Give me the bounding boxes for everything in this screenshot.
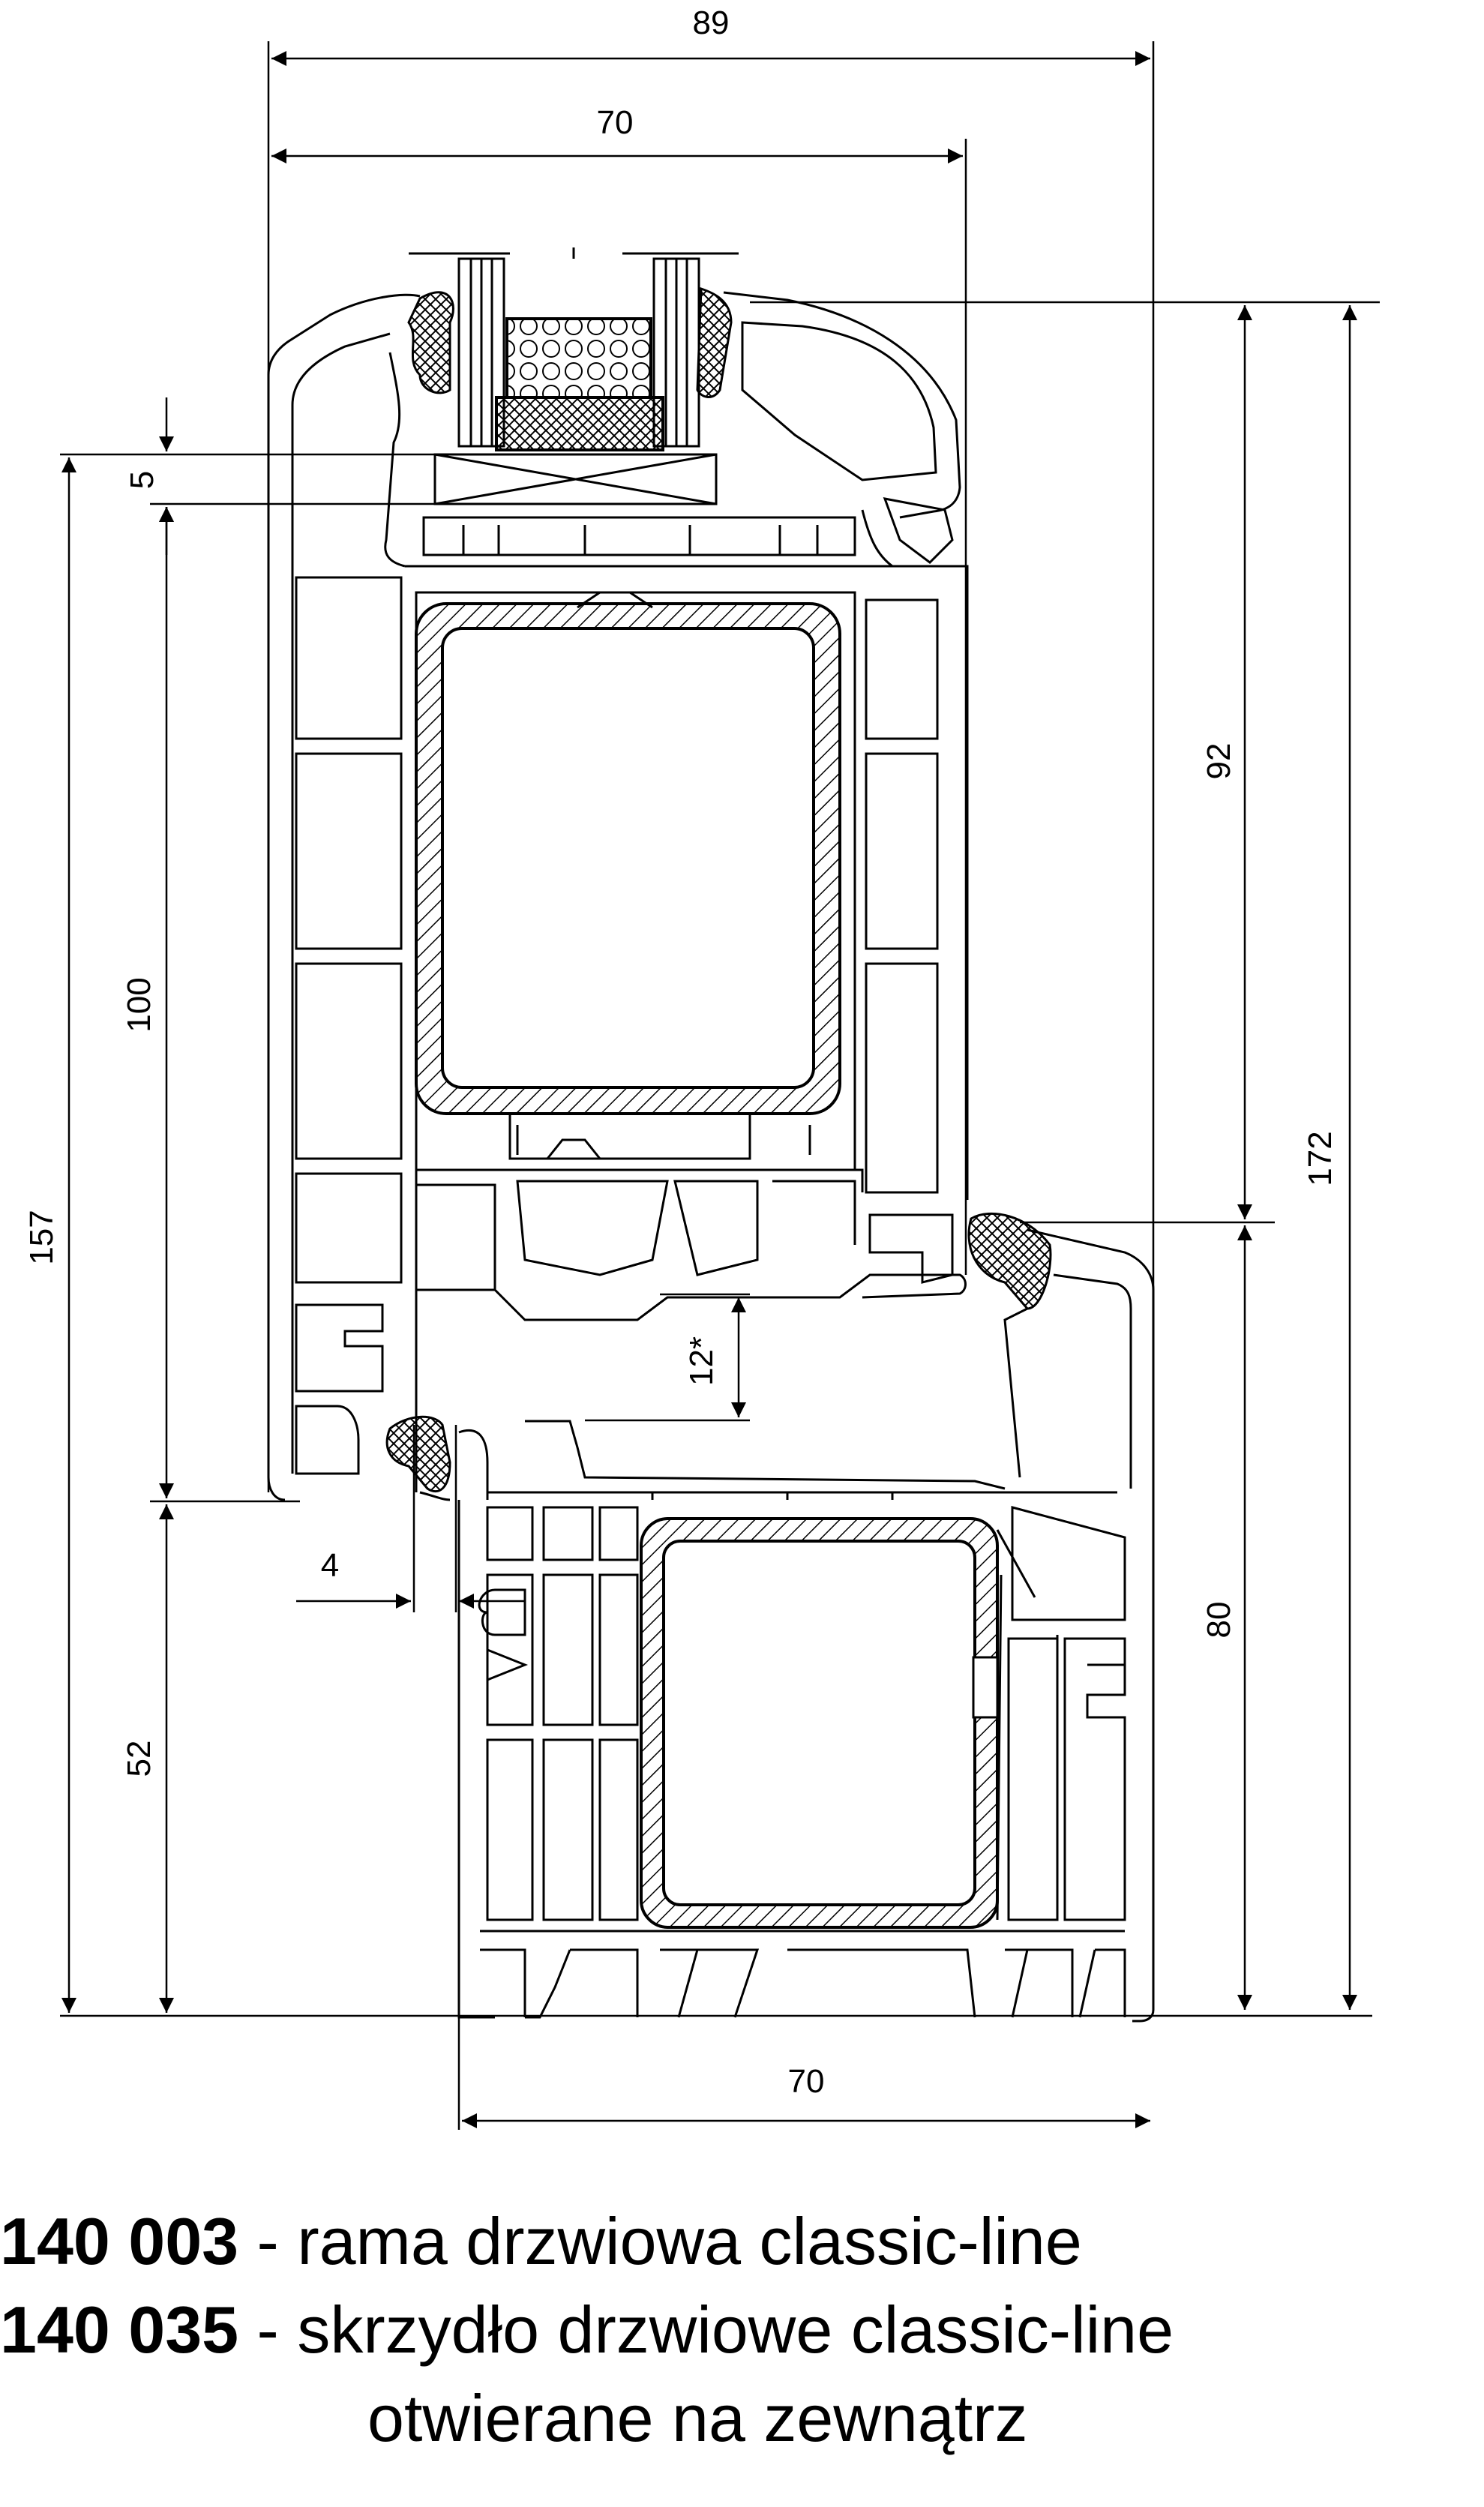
profile-legend: 140 003 - rama drzwiowa classic-line 140… [0,2197,1484,2463]
legend-sash-line: 140 035 - skrzydło drzwiowe classic-line [0,2286,1484,2374]
dim-label-top-frame: 70 [597,104,634,141]
frame-gaskets [385,1213,1052,1493]
dim-label-bottom-sash: 70 [788,2063,825,2100]
sash-steel-reinforcement [640,1517,999,1929]
legend-sash-code: 140 035 [0,2293,239,2367]
legend-sash-description: - skrzydło drzwiowe classic-line [238,2293,1174,2367]
legend-frame-description: - rama drzwiowa classic-line [238,2204,1082,2278]
dim-label-gap: 12* [683,1336,720,1386]
dim-label-left-outer: 157 [23,1210,60,1264]
sash-profile-140-035 [457,1228,1155,2023]
dim-label-right-bottom: 80 [1201,1602,1237,1639]
dim-label-overlap: 4 [321,1547,339,1584]
dim-label-right-top: 92 [1201,743,1237,780]
door-profile-cross-section: 89 70 5 157 100 52 4 12* 92 172 80 70 [23,4,1380,2130]
dim-label-top-total: 89 [693,4,730,41]
dim-label-left-bottom: 52 [121,1741,157,1777]
spacer-sealant [495,396,664,451]
glazing-seals [407,286,733,398]
frame-profile-140-003 [267,291,969,1501]
frame-steel-reinforcement [415,602,841,1115]
glazing-panel [409,247,739,448]
spacer-desiccant [505,317,652,399]
dim-label-glazing: 5 [124,471,160,489]
legend-frame-line: 140 003 - rama drzwiowa classic-line [0,2197,1484,2286]
dim-label-left-inner: 100 [121,977,157,1032]
legend-frame-code: 140 003 [0,2204,239,2278]
legend-opening-note: otwierane na zewnątrz [367,2381,1028,2455]
dim-label-right-total: 172 [1302,1131,1339,1186]
glazing-block [433,453,718,505]
